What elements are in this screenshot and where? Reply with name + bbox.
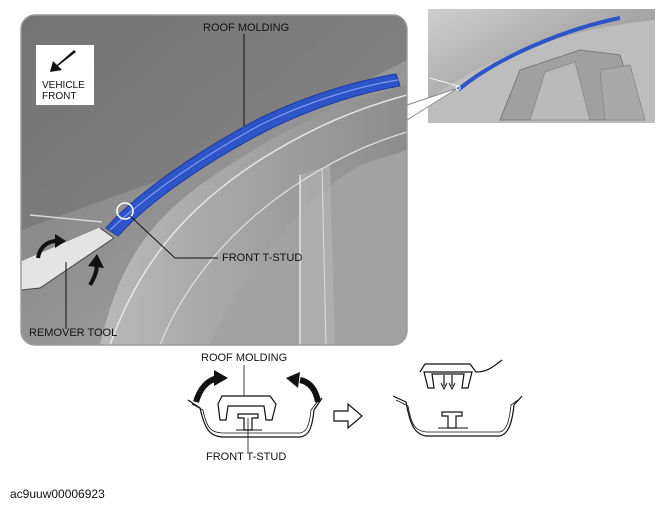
cross-section-roof-molding-label: ROOF MOLDING	[201, 352, 288, 364]
vehicle-front-line1: VEHICLE	[42, 80, 85, 91]
next-step-arrow-icon	[333, 402, 363, 430]
vehicle-front-label: VEHICLE FRONT	[42, 80, 85, 102]
cross-section-before	[187, 365, 323, 452]
tstud-leader	[129, 215, 218, 259]
front-tstud-label: FRONT T-STUD	[222, 252, 303, 264]
cross-section-front-tstud-label: FRONT T-STUD	[206, 451, 287, 463]
vehicle-front-line2: FRONT	[42, 91, 77, 102]
vehicle-overview-inset	[428, 9, 655, 123]
remover-tool-label: REMOVER TOOL	[29, 327, 118, 339]
figure-code: ac9uuw00006923	[10, 487, 105, 501]
roof-molding-label: ROOF MOLDING	[203, 22, 290, 34]
main-panel-image	[21, 15, 407, 345]
cross-section-after	[392, 359, 523, 437]
